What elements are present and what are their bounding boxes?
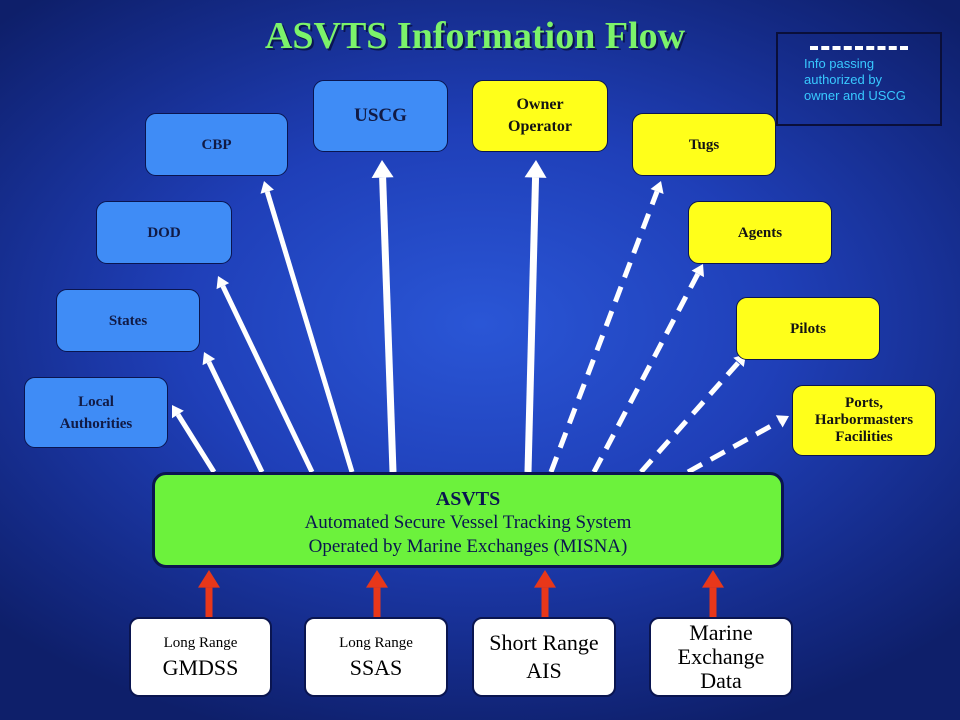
arrow-to-uscg <box>371 160 397 473</box>
asvts-name: ASVTS <box>435 488 501 510</box>
ssas-box: Long Range SSAS <box>304 617 448 697</box>
gmdss-small-label: Long Range <box>163 635 238 651</box>
arrow-to-ports <box>686 415 789 475</box>
arrow-to-dod <box>216 276 315 474</box>
legend-line-2: authorized by <box>804 72 883 87</box>
input-arrow-marine-exchange <box>702 570 724 617</box>
tugs-box: Tugs <box>632 113 776 176</box>
local-authorities-line-2: Authorities <box>59 415 133 432</box>
gmdss-box: Long Range GMDSS <box>129 617 272 697</box>
ais-line-2: AIS <box>526 658 562 683</box>
arrow-to-pilots <box>639 354 746 474</box>
pilots-box: Pilots <box>736 297 880 360</box>
local-authorities-line-1: Local <box>78 393 114 410</box>
gmdss-label: GMDSS <box>162 655 239 680</box>
tugs-label: Tugs <box>688 136 720 153</box>
ssas-small-label: Long Range <box>339 635 413 651</box>
marine-exchange-line-2: Exchange <box>677 644 765 669</box>
arrow-to-states <box>202 352 265 474</box>
cbp-box: CBP <box>145 113 288 176</box>
legend-line-3: owner and USCG <box>804 88 906 103</box>
owner-operator-line-2: Operator <box>508 118 572 135</box>
ports-line-1: Ports, <box>845 395 883 411</box>
pilots-label: Pilots <box>790 320 826 337</box>
ais-line-1: Short Range <box>489 630 599 655</box>
page-title: ASVTS Information Flow <box>264 15 686 57</box>
arrow-to-tugs <box>548 181 664 473</box>
marine-exchange-line-1: Marine <box>689 620 753 645</box>
asvts-line-2: Operated by Marine Exchanges (MISNA) <box>308 536 628 557</box>
states-box: States <box>56 289 200 352</box>
ports-line-2: Harbormasters <box>814 412 914 428</box>
arrow-to-agents <box>591 264 705 474</box>
legend-text: Info passing authorized by owner and USC… <box>804 56 938 104</box>
arrow-to-owner-operator <box>524 160 547 473</box>
cbp-label: CBP <box>201 136 232 153</box>
ais-box: Short Range AIS <box>472 617 616 697</box>
ports-box: Ports, Harbormasters Facilities <box>792 385 936 456</box>
legend-dashed-line <box>810 46 908 50</box>
owner-operator-box: Owner Operator <box>472 80 608 152</box>
arrow-to-local-authorities <box>172 405 217 474</box>
uscg-label: USCG <box>354 105 407 126</box>
owner-operator-line-1: Owner <box>516 96 564 113</box>
states-label: States <box>108 312 148 329</box>
asvts-line-1: Automated Secure Vessel Tracking System <box>304 512 632 533</box>
input-arrow-ssas <box>366 570 388 617</box>
uscg-box: USCG <box>313 80 448 152</box>
ports-line-3: Facilities <box>835 429 893 445</box>
input-arrow-gmdss <box>198 570 220 617</box>
marine-exchange-line-3: Data <box>700 668 742 693</box>
agents-label: Agents <box>737 224 783 241</box>
agents-box: Agents <box>688 201 832 264</box>
legend-line-1: Info passing <box>804 56 875 71</box>
dod-box: DOD <box>96 201 232 264</box>
ssas-label: SSAS <box>349 655 403 680</box>
legend: Info passing authorized by owner and USC… <box>776 32 942 126</box>
input-arrow-ais <box>534 570 556 617</box>
marine-exchange-box: Marine Exchange Data <box>649 617 793 697</box>
asvts-box: ASVTS Automated Secure Vessel Tracking S… <box>152 472 784 568</box>
local-authorities-box: Local Authorities <box>24 377 168 448</box>
dod-label: DOD <box>147 224 181 241</box>
arrow-to-cbp <box>260 181 355 473</box>
